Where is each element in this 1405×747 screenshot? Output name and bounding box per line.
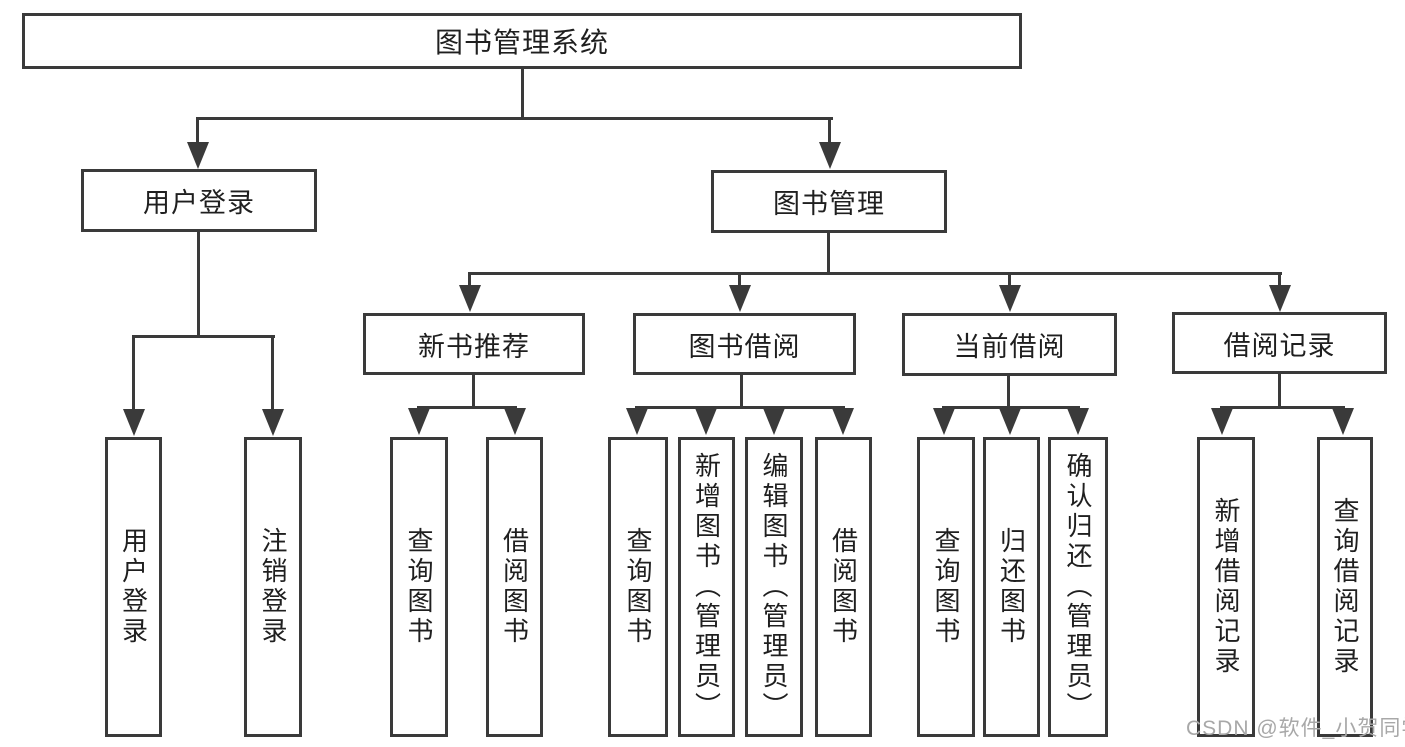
arrowhead-down-icon — [459, 285, 481, 312]
csdn-watermark: CSDN @软件_小贺同学 — [1186, 717, 1405, 740]
connector-line — [521, 68, 524, 120]
connector-line — [132, 335, 275, 338]
leaf-current-return-books-label: 归还图书 — [996, 527, 1027, 647]
leaf-borrow-borrow-books: 借阅图书 — [815, 437, 872, 737]
node-book-management: 图书管理 — [711, 170, 947, 233]
connector-line — [635, 406, 845, 409]
node-user-login: 用户登录 — [81, 169, 317, 232]
node-book-management-label: 图书管理 — [773, 189, 885, 219]
arrowhead-down-icon — [819, 142, 841, 169]
connector-line — [468, 272, 471, 288]
arrowhead-down-icon — [123, 409, 145, 436]
connector-line — [271, 335, 274, 411]
leaf-records-query-record-label: 查询借阅记录 — [1330, 497, 1360, 677]
node-current-borrow: 当前借阅 — [902, 313, 1117, 376]
arrowhead-down-icon — [832, 408, 854, 435]
leaf-records-add-record: 新增借阅记录 — [1197, 437, 1255, 737]
leaf-borrow-borrow-books-label: 借阅图书 — [828, 527, 859, 647]
leaf-user-login-logout-label: 注销登录 — [258, 527, 288, 647]
node-book-borrow: 图书借阅 — [633, 313, 856, 375]
connector-line — [1220, 406, 1345, 409]
node-current-borrow-label: 当前借阅 — [953, 332, 1066, 362]
connector-line — [828, 117, 831, 145]
leaf-borrow-edit-books-label: 编辑图书（管理员） — [759, 452, 789, 722]
leaf-borrow-query-books-label: 查询图书 — [623, 527, 653, 647]
connector-line — [132, 335, 135, 411]
arrowhead-down-icon — [1067, 408, 1089, 435]
leaf-recommend-borrow-books-label: 借阅图书 — [499, 527, 530, 647]
connector-line — [197, 231, 200, 337]
node-root: 图书管理系统 — [22, 13, 1022, 69]
arrowhead-down-icon — [1211, 408, 1233, 435]
leaf-borrow-query-books: 查询图书 — [608, 437, 668, 737]
arrowhead-down-icon — [999, 408, 1021, 435]
connector-line — [472, 374, 475, 408]
arrowhead-down-icon — [695, 408, 717, 435]
arrowhead-down-icon — [729, 285, 751, 312]
arrowhead-down-icon — [504, 408, 526, 435]
connector-line — [1007, 375, 1010, 408]
connector-line — [942, 406, 1080, 409]
leaf-user-login-login: 用户登录 — [105, 437, 162, 737]
arrowhead-down-icon — [933, 408, 955, 435]
leaf-current-confirm-return: 确认归还（管理员） — [1048, 437, 1108, 737]
leaf-records-query-record: 查询借阅记录 — [1317, 437, 1373, 737]
leaf-borrow-add-books-label: 新增图书（管理员） — [691, 452, 722, 722]
connector-line — [197, 117, 833, 120]
connector-line — [196, 117, 199, 145]
leaf-current-query-books: 查询图书 — [917, 437, 975, 737]
node-borrow-records-label: 借阅记录 — [1223, 330, 1336, 361]
leaf-current-return-books: 归还图书 — [983, 437, 1040, 737]
connector-line — [1278, 373, 1281, 408]
node-root-label: 图书管理系统 — [434, 27, 609, 58]
node-borrow-records: 借阅记录 — [1172, 312, 1387, 374]
arrowhead-down-icon — [187, 142, 209, 169]
arrowhead-down-icon — [626, 408, 648, 435]
connector-line — [1008, 272, 1011, 288]
leaf-user-login-logout: 注销登录 — [244, 437, 302, 737]
leaf-recommend-query-books-label: 查询图书 — [404, 527, 434, 647]
leaf-current-confirm-return-label: 确认归还（管理员） — [1063, 452, 1093, 722]
connector-line — [738, 272, 741, 288]
node-book-borrow-label: 图书借阅 — [688, 331, 801, 362]
node-user-login-label: 用户登录 — [143, 188, 255, 218]
arrowhead-down-icon — [262, 409, 284, 436]
leaf-borrow-edit-books: 编辑图书（管理员） — [745, 437, 803, 737]
connector-line — [1278, 272, 1281, 288]
leaf-recommend-query-books: 查询图书 — [390, 437, 448, 737]
connector-line — [468, 272, 1282, 275]
arrowhead-down-icon — [408, 408, 430, 435]
node-new-book-recommend-label: 新书推荐 — [418, 331, 530, 362]
connector-line — [827, 232, 830, 274]
arrowhead-down-icon — [1269, 285, 1291, 312]
arrowhead-down-icon — [999, 285, 1021, 312]
leaf-user-login-login-label: 用户登录 — [118, 527, 149, 647]
arrowhead-down-icon — [763, 408, 785, 435]
leaf-current-query-books-label: 查询图书 — [931, 527, 961, 647]
node-new-book-recommend: 新书推荐 — [363, 313, 585, 375]
connector-line — [417, 406, 517, 409]
leaf-recommend-borrow-books: 借阅图书 — [486, 437, 543, 737]
connector-line — [740, 374, 743, 408]
leaf-borrow-add-books: 新增图书（管理员） — [678, 437, 735, 737]
leaf-records-add-record-label: 新增借阅记录 — [1211, 497, 1241, 677]
arrowhead-down-icon — [1332, 408, 1354, 435]
